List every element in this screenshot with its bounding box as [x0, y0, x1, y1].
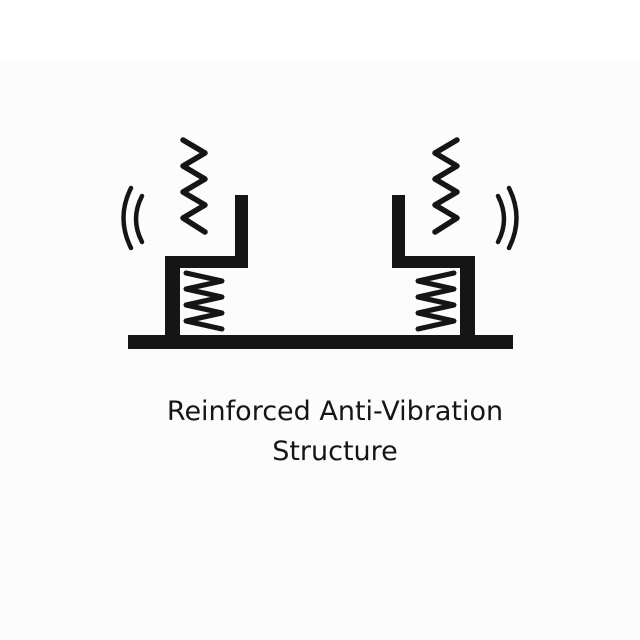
- upper-spring-right-icon: [432, 137, 460, 235]
- left-support-assembly: [121, 137, 248, 335]
- image-panel: [0, 62, 640, 640]
- l-bracket-left-icon: [165, 195, 248, 335]
- lower-spring-right-icon: [415, 270, 457, 332]
- upper-spring-left-icon: [180, 137, 208, 235]
- vibration-waves-left-icon: [121, 185, 145, 251]
- lower-spring-left-icon: [183, 270, 225, 332]
- caption-line-2: Structure: [272, 436, 398, 467]
- right-support-assembly: [392, 137, 519, 335]
- caption-line-1: Reinforced Anti-Vibration: [166, 396, 504, 427]
- diagram-caption: Reinforced Anti-Vibration Structure: [0, 392, 640, 472]
- base-plate-icon: [128, 335, 513, 349]
- l-bracket-right-icon: [392, 195, 475, 335]
- vibration-waves-right-icon: [495, 185, 519, 251]
